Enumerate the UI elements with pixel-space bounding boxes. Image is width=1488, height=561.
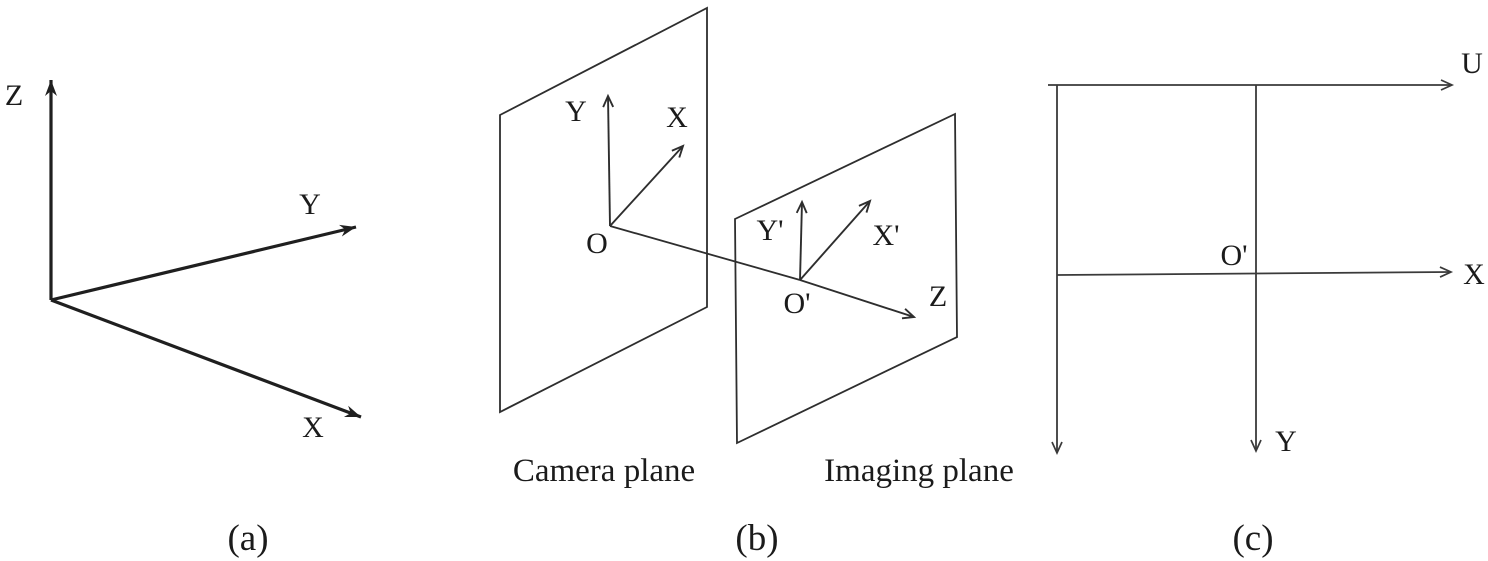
image-x-axis-label: X [1463,258,1485,291]
panel-a-caption: (a) [227,518,268,559]
panel-a-x-axis-label: X [302,411,324,444]
camera-x-axis-label: X [666,101,688,134]
panel-a-x-axis [50,298,362,419]
image-x-axis [1056,266,1454,278]
imaging-x-axis-label: X' [872,219,899,252]
camera-plane-outline [499,6,708,414]
imaging-z-axis-label: Z [929,280,947,313]
panel-a-world-axes: Z Y X (a) [5,79,362,559]
panel-c-image-axes: U X Y O' (c) [1048,47,1485,559]
panel-a-y-axis-label: Y [299,188,321,221]
image-y-axis-label: Y [1275,425,1297,458]
camera-plane-label: Camera plane [513,453,695,489]
panel-b-camera-imaging-planes: Y X O Y' X' Z O' Camera plane Imaging pl… [499,6,1014,559]
imaging-plane-label: Imaging plane [824,453,1014,489]
imaging-y-axis-label: Y' [756,214,783,247]
camera-y-axis-label: Y [565,95,587,128]
panel-b-caption: (b) [735,518,778,559]
imaging-origin-label: O' [783,287,810,320]
panel-a-z-axis-label: Z [5,79,23,112]
camera-x-axis [609,144,685,227]
optical-axis-line [609,225,801,281]
camera-y-axis [602,93,615,227]
imaging-plane-outline [734,112,958,445]
imaging-y-axis [795,199,808,281]
camera-origin-label: O [586,227,608,260]
image-origin-label: O' [1220,239,1247,272]
panel-c-caption: (c) [1232,518,1273,559]
panel-a-y-axis [50,224,357,302]
image-u-axis-label: U [1461,47,1483,80]
imaging-x-axis [799,199,872,281]
imaging-z-axis [799,279,917,320]
